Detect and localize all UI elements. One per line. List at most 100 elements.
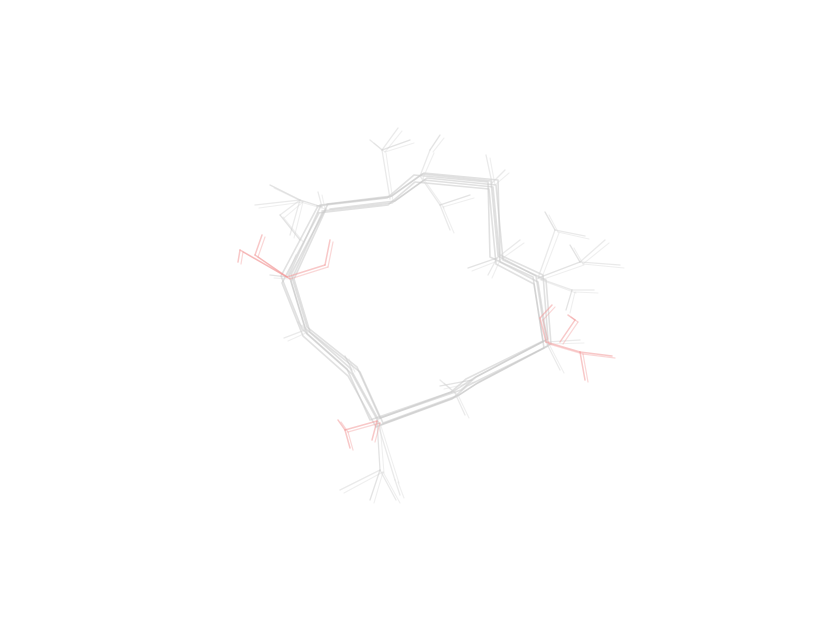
oxygen-bond (570, 316, 579, 323)
oxygen-bond (567, 314, 576, 321)
substituent-bond (582, 263, 625, 269)
oxygen-bond (340, 421, 349, 433)
substituent-bond (422, 177, 445, 209)
substituent-bond (381, 127, 399, 151)
substituent-bond (454, 392, 466, 416)
ring-backbone-bond (281, 181, 545, 428)
oxygen-bond (286, 264, 326, 278)
oxygen-bond (374, 422, 381, 443)
oxygen-bond (237, 249, 241, 263)
ring-backbone-bond (293, 177, 552, 424)
substituent-bond (273, 277, 291, 280)
oxygen-bond (579, 351, 586, 381)
oxygen-bond (542, 319, 550, 345)
substituent-bond (489, 157, 496, 186)
oxygen-bond (562, 321, 579, 345)
oxygen-bond (582, 353, 616, 359)
oxygen-bond (539, 304, 553, 319)
substituent-bond (537, 261, 581, 279)
substituent-bond (569, 291, 576, 314)
substituent-bond (369, 469, 381, 501)
substituent-bond (548, 214, 559, 233)
substituent-bond (303, 202, 326, 210)
substituent-bond (258, 201, 304, 209)
substituent-bond (382, 471, 401, 504)
oxygen-bond (240, 251, 244, 265)
substituent-bond (283, 201, 304, 219)
substituent-bond (537, 277, 573, 291)
substituent-bond (494, 172, 510, 186)
substituent-bond (287, 331, 309, 342)
substituent-bond (376, 420, 381, 471)
substituent-bond (540, 279, 577, 294)
substituent-bond (344, 355, 353, 371)
oxygen-bond (582, 353, 589, 383)
oxygen-bond (371, 420, 378, 441)
oxygen-bond (539, 317, 547, 343)
substituent-bond (385, 152, 394, 202)
substituent-bond (442, 206, 455, 234)
substituent-bond (491, 259, 501, 279)
substituent-bond (574, 291, 599, 294)
substituent-bond (573, 247, 584, 265)
oxygen-bond (559, 319, 576, 343)
oxygen-bond (289, 266, 329, 280)
substituent-bond (373, 471, 384, 504)
substituent-bond (254, 199, 301, 206)
substituent-bond (582, 242, 610, 265)
substituent-bond (491, 169, 506, 184)
substituent-bond (422, 152, 435, 179)
substituent-bond (317, 191, 323, 208)
substituent-bond (269, 184, 301, 201)
substituent-bond (369, 139, 383, 151)
substituent-bond (540, 264, 585, 281)
substituent-bond (293, 201, 304, 239)
oxygen-bond (254, 234, 263, 256)
oxygen-bond (548, 343, 584, 355)
substituent-bond (487, 257, 498, 276)
substituent-bond (376, 420, 396, 481)
ring-backbone-bond (290, 179, 549, 426)
substituent-bond (269, 274, 288, 278)
conformer-ensemble (237, 127, 625, 504)
substituent-bond (373, 142, 386, 153)
oxygen-bond (324, 239, 331, 266)
substituent-bond (467, 257, 498, 269)
oxygen-bond (242, 251, 291, 280)
oxygen-bond (344, 429, 351, 449)
substituent-bond (286, 254, 297, 278)
ring-backbone-bond (290, 172, 549, 419)
substituent-bond (379, 469, 397, 501)
substituent-bond (301, 324, 309, 333)
oxygen-bond (239, 249, 288, 278)
substituent-bond (394, 479, 401, 496)
substituent-bond (282, 216, 305, 244)
substituent-bond (439, 204, 451, 231)
substituent-bond (540, 232, 560, 281)
substituent-bond (565, 289, 573, 311)
substituent-bond (283, 329, 306, 339)
substituent-bond (348, 358, 356, 373)
substituent-bond (381, 139, 411, 151)
oxygen-bond (347, 422, 381, 433)
substituent-bond (297, 321, 306, 331)
substituent-bond (557, 231, 590, 240)
substituent-bond (548, 343, 565, 374)
substituent-bond (279, 199, 301, 216)
substituent-bond (432, 137, 445, 153)
substituent-bond (279, 214, 301, 241)
substituent-bond (397, 481, 405, 499)
substituent-bond (579, 261, 621, 266)
substituent-bond (429, 134, 441, 151)
substituent-bond (537, 229, 556, 279)
substituent-bond (457, 394, 470, 419)
substituent-bond (554, 229, 586, 237)
substituent-bond (384, 142, 415, 153)
substituent-bond (545, 339, 581, 343)
substituent-bond (499, 242, 525, 261)
substituent-bond (485, 154, 493, 184)
oxygen-bond (579, 351, 613, 357)
oxygen-bond (257, 236, 266, 258)
